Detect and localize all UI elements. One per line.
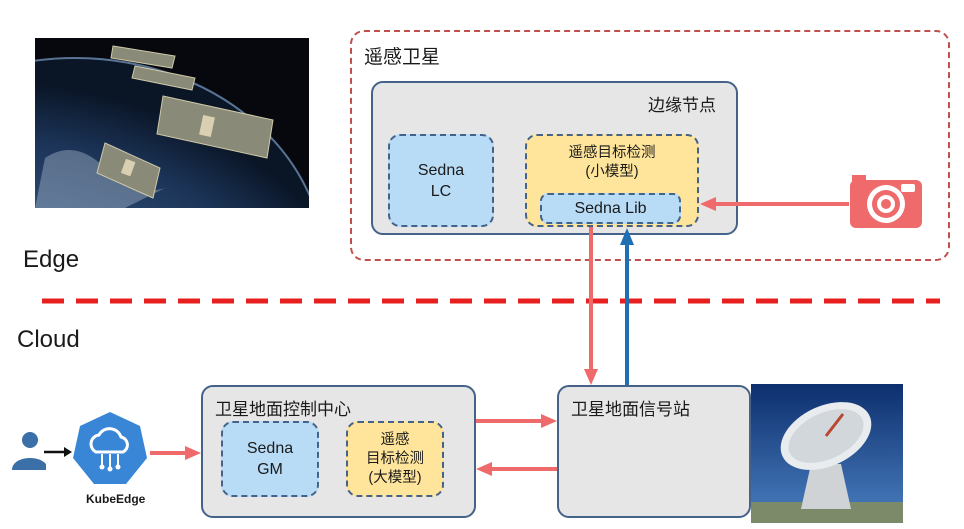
edge-node-title: 边缘节点 <box>648 96 716 115</box>
camera-icon <box>850 175 922 228</box>
detect-large-line3: (大模型) <box>368 469 422 486</box>
cloud-label: Cloud <box>17 326 80 353</box>
detect-large-line1: 遥感 <box>380 431 410 448</box>
edge-label: Edge <box>23 246 80 273</box>
sedna-lc-line1: Sedna <box>417 161 465 179</box>
sedna-lib-label: Sedna Lib <box>574 200 647 217</box>
satellite-group-title: 遥感卫星 <box>364 47 441 68</box>
kubeedge-label: KubeEdge <box>86 492 146 506</box>
detect-small-line1: 遥感目标检测 <box>568 145 656 161</box>
ground-control-title: 卫星地面控制中心 <box>215 400 351 419</box>
sedna-lc-box: Sedna LC <box>388 134 494 227</box>
detect-large-box: 遥感 目标检测 (大模型) <box>346 421 444 497</box>
sedna-lc-line2: LC <box>430 182 452 200</box>
satellite-group <box>350 30 950 261</box>
user-to-kubeedge-arrow <box>44 447 72 457</box>
user-icon <box>12 432 46 470</box>
sedna-gm-line1: Sedna <box>246 440 294 457</box>
kubeedge-logo-icon <box>73 412 147 484</box>
sedna-gm-box: Sedna GM <box>221 421 319 497</box>
edge-cloud-divider <box>42 298 940 304</box>
ground-station-title: 卫星地面信号站 <box>571 400 690 419</box>
detect-large-line2: 目标检测 <box>366 450 424 467</box>
ground-station-box <box>557 385 751 518</box>
ground-dish-image <box>751 384 903 523</box>
sedna-lib-box: Sedna Lib <box>540 193 681 224</box>
detect-small-line2: (小模型) <box>585 164 639 180</box>
satellite-image <box>35 38 309 208</box>
sedna-gm-line2: GM <box>257 461 283 478</box>
